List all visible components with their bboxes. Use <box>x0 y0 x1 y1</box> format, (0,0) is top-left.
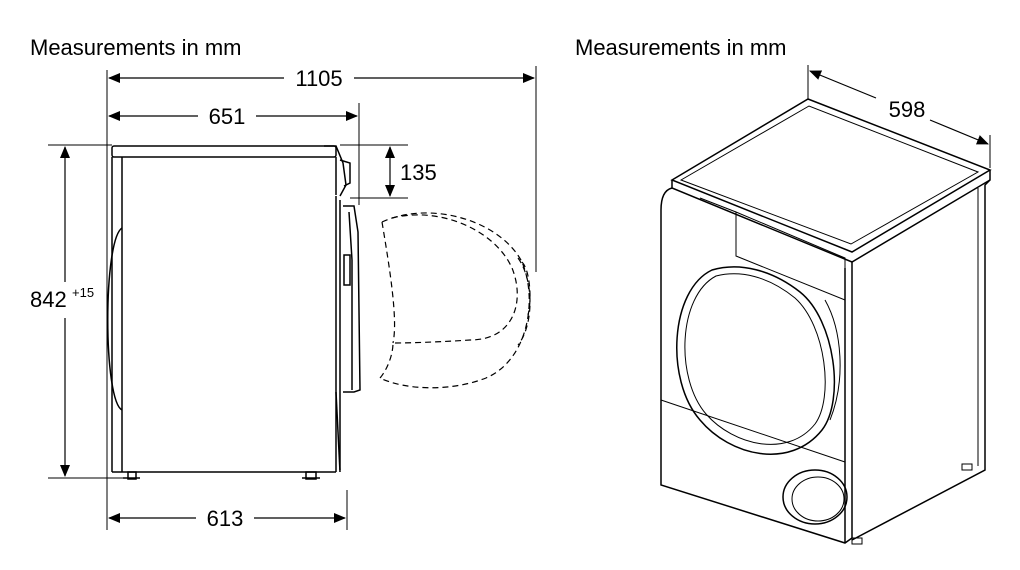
dim-body-depth: 651 <box>209 104 246 129</box>
side-view-caption: Measurements in mm <box>30 35 242 60</box>
dimension-lines <box>60 73 535 523</box>
dim-width: 598 <box>889 97 926 122</box>
dryer-right-side <box>851 179 991 541</box>
dim-feet-depth: 613 <box>207 506 244 531</box>
extension-lines <box>48 66 537 530</box>
dryer-front <box>660 187 863 545</box>
perspective-view-caption: Measurements in mm <box>575 35 787 60</box>
side-view <box>48 66 537 530</box>
dim-height: 842 <box>30 287 67 312</box>
dim-panel-height: 135 <box>400 160 437 185</box>
perspective-view-labels: 598 <box>889 97 926 122</box>
door-open-dashed <box>379 212 531 389</box>
dim-height-tolerance: +15 <box>72 285 94 300</box>
dryer-top <box>670 98 992 263</box>
width-dimension <box>807 65 991 168</box>
dryer-side-outline <box>107 145 361 480</box>
perspective-view <box>660 65 992 545</box>
dim-total-depth: 1105 <box>295 66 342 91</box>
side-view-labels: 1105 651 135 842 +15 613 <box>30 66 437 531</box>
